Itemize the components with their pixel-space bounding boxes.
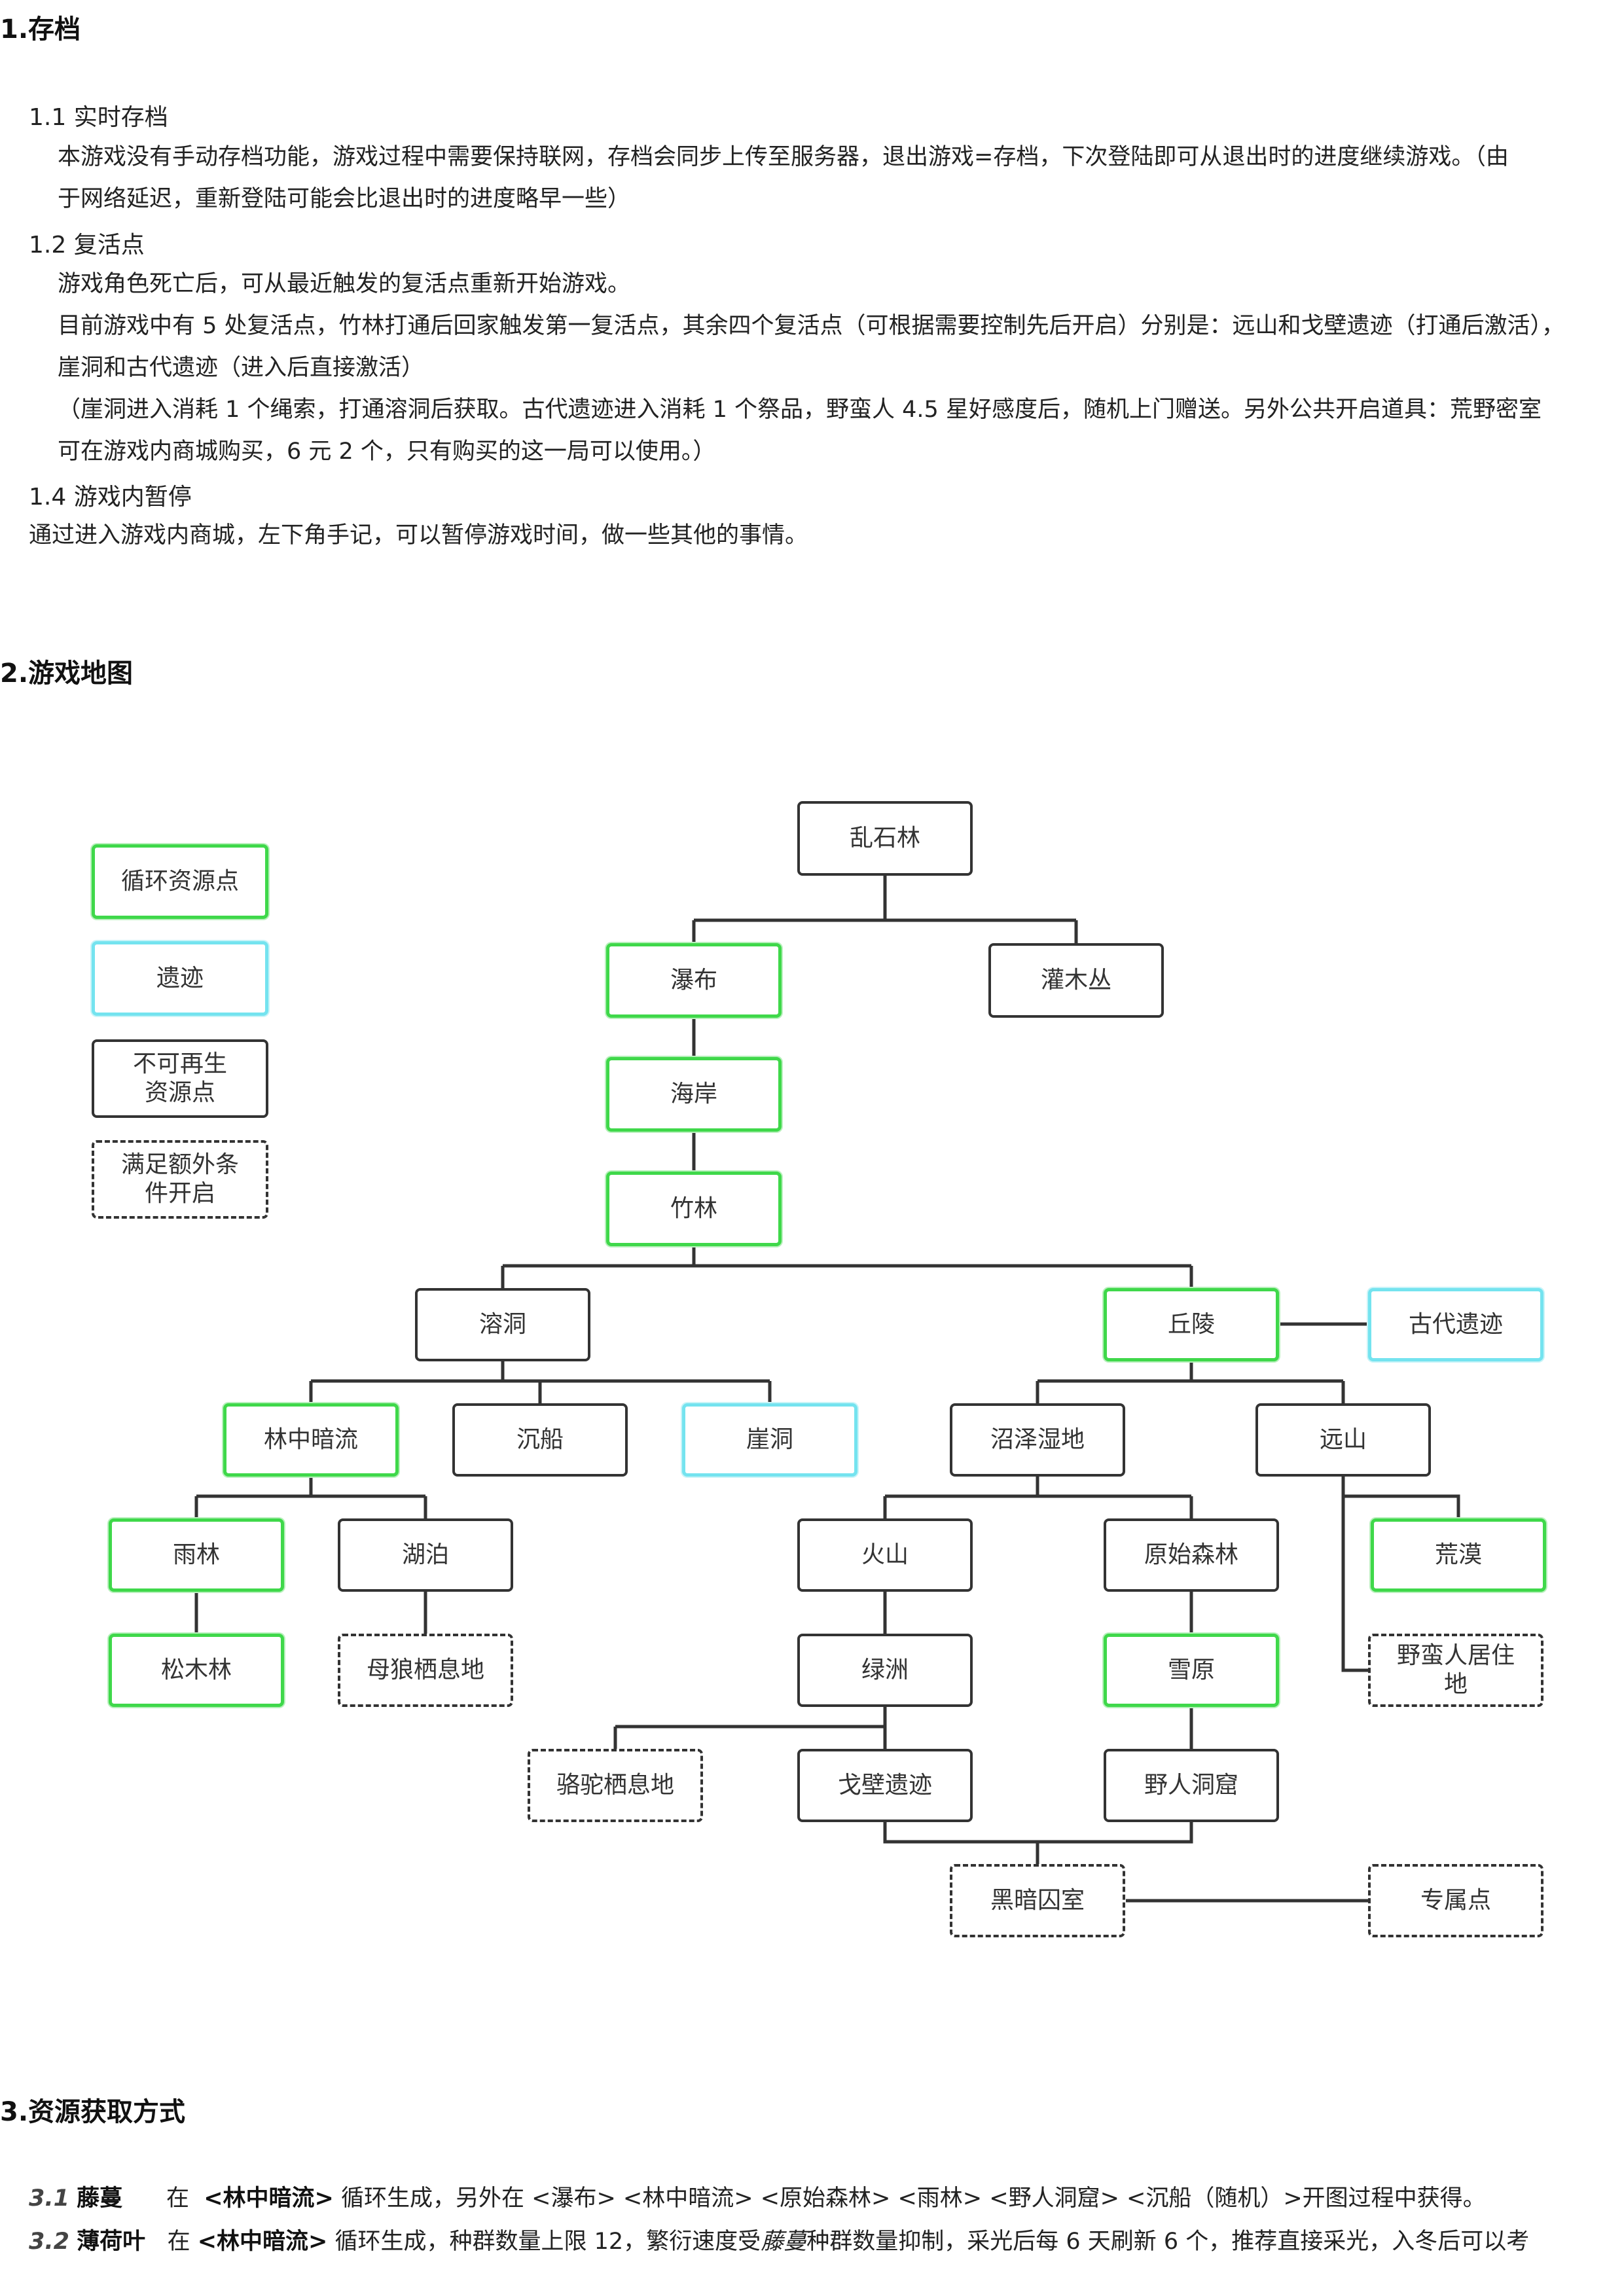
- map-node-yulin: 雨林: [109, 1518, 284, 1592]
- map-node-songmulin: 松木林: [109, 1634, 284, 1707]
- map-node-pubu: 瀑布: [606, 943, 782, 1018]
- section-title-map: 2.游戏地图: [0, 658, 134, 689]
- map-node-qiuling: 丘陵: [1104, 1288, 1279, 1361]
- resource-text: 种群数量抑制，采光后每 6 天刷新 6 个，推荐直接采光，入冬后可以考: [806, 2229, 1530, 2255]
- paragraph-line: 崖洞和古代遗迹（进入后直接激活）: [58, 355, 425, 381]
- legend-cyclic-resource: 循环资源点: [92, 844, 268, 919]
- resource-text-emphasis: 藤蔓: [761, 2229, 807, 2255]
- resource-in: 在: [166, 2185, 189, 2212]
- paragraph-line: 游戏角色死亡后，可从最近触发的复活点重新开始游戏。: [58, 271, 631, 297]
- map-node-yuanshisenlin: 原始森林: [1104, 1518, 1279, 1592]
- map-node-huangmo: 荒漠: [1371, 1518, 1546, 1592]
- resource-line-tengman: 3.1 藤蔓 在 <林中暗流> 循环生成，另外在 <瀑布> <林中暗流> <原始…: [29, 2179, 1486, 2213]
- map-node-chenchuan: 沉船: [452, 1403, 628, 1477]
- map-node-heianqiushi: 黑暗囚室: [950, 1864, 1125, 1937]
- map-node-xueyuan: 雪原: [1104, 1634, 1279, 1707]
- map-node-huoshan: 火山: [797, 1518, 973, 1592]
- map-node-yerendongku: 野人洞窟: [1104, 1749, 1279, 1822]
- map-node-gudaiyiji: 古代遗迹: [1368, 1288, 1543, 1361]
- map-node-yadong: 崖洞: [682, 1403, 857, 1477]
- paragraph-line: 目前游戏中有 5 处复活点，竹林打通后回家触发第一复活点，其余四个复活点（可根据…: [58, 313, 1565, 339]
- map-node-lvzhou: 绿洲: [797, 1634, 973, 1707]
- map-node-zhulin: 竹林: [606, 1172, 782, 1246]
- legend-nonrenewable: 不可再生资源点: [92, 1039, 268, 1118]
- map-node-rongdong: 溶洞: [415, 1288, 590, 1361]
- resource-text: 循环生成，种群数量上限 12，繁衍速度受: [334, 2229, 761, 2255]
- paragraph-line: 可在游戏内商城购买，6 元 2 个，只有购买的这一局可以使用。）: [58, 439, 716, 465]
- paragraph-line: （崖洞进入消耗 1 个绳索，打通溶洞后获取。古代遗迹进入消耗 1 个祭品，野蛮人…: [58, 397, 1542, 423]
- legend-extra-condition: 满足额外条件开启: [92, 1140, 268, 1219]
- map-connector-lines: [194, 876, 1460, 1903]
- paragraph-line: 本游戏没有手动存档功能，游戏过程中需要保持联网，存档会同步上传至服务器，退出游戏…: [58, 144, 1509, 170]
- map-node-linzhonganliu: 林中暗流: [223, 1403, 399, 1477]
- map-node-haian: 海岸: [606, 1057, 782, 1132]
- resource-place: <林中暗流>: [204, 2185, 334, 2212]
- map-node-mulang: 母狼栖息地: [338, 1634, 513, 1707]
- subsection-realtime-save: 1.1 实时存档: [29, 104, 168, 131]
- map-node-yuanshan: 远山: [1255, 1403, 1431, 1477]
- map-node-hupo: 湖泊: [338, 1518, 513, 1592]
- section-title-resources: 3.资源获取方式: [0, 2097, 186, 2127]
- resource-text: 循环生成，另外在 <瀑布> <林中暗流> <原始森林> <雨林> <野人洞窟> …: [341, 2185, 1486, 2212]
- section-title-save: 1.存档: [0, 14, 81, 45]
- paragraph-line: 于网络延迟，重新登陆可能会比退出时的进度略早一些）: [58, 186, 631, 212]
- map-node-luotuo: 骆驼栖息地: [528, 1749, 703, 1822]
- game-map-diagram: 循环资源点 遗迹 不可再生资源点 满足额外条件开启 乱石林 瀑布 灌木丛 海岸 …: [0, 759, 1624, 1977]
- resource-in: 在: [167, 2229, 190, 2255]
- resource-number: 3.1: [29, 2185, 70, 2212]
- subsection-respawn: 1.2 复活点: [29, 232, 145, 259]
- map-node-guanmucong: 灌木丛: [988, 943, 1164, 1018]
- map-node-luanshilin: 乱石林: [797, 801, 973, 876]
- map-node-zhuanshudian: 专属点: [1368, 1864, 1543, 1937]
- resource-line-bohe: 3.2 薄荷叶 在 <林中暗流> 循环生成，种群数量上限 12，繁衍速度受藤蔓种…: [29, 2223, 1529, 2256]
- resource-place: <林中暗流>: [197, 2229, 328, 2255]
- resource-name: 藤蔓: [77, 2185, 123, 2212]
- map-node-zhaoze: 沼泽湿地: [950, 1403, 1125, 1477]
- paragraph-line: 通过进入游戏内商城，左下角手记，可以暂停游戏时间，做一些其他的事情。: [29, 522, 808, 548]
- subsection-pause: 1.4 游戏内暂停: [29, 484, 192, 511]
- resource-number: 3.2: [29, 2229, 70, 2255]
- resource-name: 薄荷叶: [77, 2229, 146, 2255]
- map-node-yemanren: 野蛮人居住地: [1368, 1634, 1543, 1707]
- map-node-gebiyiji: 戈壁遗迹: [797, 1749, 973, 1822]
- legend-ruin: 遗迹: [92, 941, 268, 1016]
